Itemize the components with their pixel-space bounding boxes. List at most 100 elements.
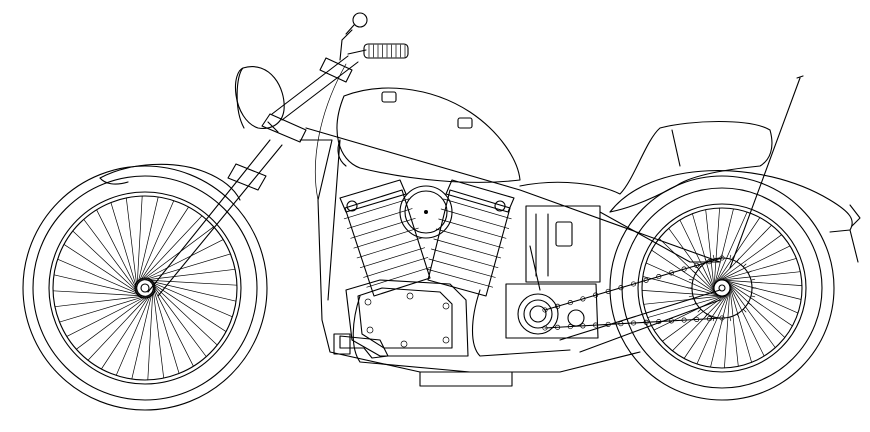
- fork-triple-tree: [261, 113, 307, 143]
- fork-tube-upper-rear: [249, 144, 283, 185]
- front-spoke: [53, 274, 143, 296]
- front-spoke: [110, 202, 138, 290]
- rear-fender: [609, 170, 853, 233]
- grip-knurl: [368, 44, 406, 58]
- shift-rod: [529, 245, 541, 291]
- chain-link: [668, 270, 674, 276]
- cylinder-fin: [443, 198, 512, 220]
- chain-link: [656, 319, 662, 325]
- fuel-tank: [336, 87, 521, 183]
- handlebar-bar: [339, 29, 353, 61]
- front-rocker-cover: [339, 179, 407, 213]
- front-spoke: [83, 219, 139, 293]
- frame-front-rail: [327, 139, 341, 301]
- rear-axle: [718, 284, 726, 292]
- front-spoke: [144, 268, 236, 281]
- front-spoke: [101, 292, 152, 370]
- chain-link: [643, 277, 649, 283]
- sprocket-tooth: [729, 254, 732, 260]
- front-spoke: [148, 280, 233, 318]
- tail-light: [849, 204, 861, 227]
- rear-rocker-cover: [445, 179, 515, 213]
- sprocket-tooth: [688, 295, 694, 298]
- front-spoke: [131, 290, 153, 380]
- front-spoke: [150, 282, 218, 346]
- engine: [333, 179, 515, 359]
- chain-link: [643, 319, 649, 325]
- rear-cylinder-fins: [426, 198, 512, 288]
- chain-link: [555, 324, 561, 330]
- sissy-bar: [729, 77, 801, 269]
- front-spoke: [66, 295, 149, 337]
- chain-link: [656, 274, 662, 280]
- rear-cylinder: [427, 189, 511, 297]
- frame-backbone: [305, 127, 721, 263]
- rear-spoke: [714, 208, 734, 286]
- chain-link: [706, 316, 712, 322]
- rear-header: [472, 289, 571, 357]
- air-cleaner-rim: [404, 190, 448, 234]
- front-tire-inner: [32, 175, 258, 401]
- chain-link: [567, 300, 573, 306]
- air-cleaner: [399, 185, 453, 239]
- front-wheel: [22, 165, 268, 411]
- fork-leg-rear: [157, 183, 251, 297]
- rear-tire-outer: [609, 175, 835, 401]
- rear-wheel: [609, 175, 835, 401]
- chain-link: [618, 321, 624, 327]
- rear-spoke: [643, 295, 723, 305]
- front-spoke: [59, 295, 147, 323]
- front-spoke: [137, 200, 175, 285]
- headlight-lens: [236, 67, 245, 129]
- oil-tank-lines: [535, 213, 549, 277]
- rear-spoke: [672, 293, 728, 352]
- rear-spoke: [692, 213, 715, 290]
- rear-spoke: [696, 291, 730, 365]
- chain-link: [719, 315, 725, 321]
- sprocket-tooth: [692, 302, 697, 306]
- throttle-link: [347, 49, 367, 55]
- chain-link: [681, 317, 687, 323]
- sprocket-tooth: [704, 258, 708, 263]
- rear-bolt: [494, 200, 506, 212]
- seat: [519, 121, 773, 213]
- cylinder-fin: [433, 238, 502, 259]
- front-spoke: [115, 291, 153, 376]
- rear-spoke: [647, 295, 724, 318]
- sprocket-tooth: [712, 254, 715, 260]
- cylinder-fin: [366, 266, 432, 288]
- front-spoke: [72, 230, 140, 294]
- rear-spoke: [724, 280, 802, 300]
- rear-spoke: [729, 287, 739, 367]
- rear-spoke: [714, 211, 748, 285]
- cam-bolt: [364, 298, 372, 306]
- cylinder-fin: [359, 247, 426, 269]
- cam-cover-bolts: [364, 292, 450, 348]
- chain-link: [694, 316, 700, 322]
- frame-downtube: [299, 139, 641, 373]
- chain-link: [605, 288, 611, 294]
- rear-rim-inner: [641, 207, 803, 369]
- rear-spoke: [710, 290, 730, 368]
- transmission: [505, 205, 601, 339]
- front-spoke: [125, 197, 138, 289]
- chain-link: [630, 320, 637, 326]
- rear-spoke: [716, 224, 772, 283]
- clutch-hub: [529, 305, 547, 323]
- front-header: [352, 295, 471, 373]
- clutch-cover: [517, 293, 559, 335]
- front-spoke: [87, 293, 151, 361]
- chain-link: [618, 285, 624, 291]
- fork-tube-upper-front: [237, 139, 271, 181]
- fuel-cap-front: [381, 91, 397, 103]
- front-spoke: [139, 215, 203, 283]
- rear-spoke: [679, 219, 715, 292]
- sprocket-tooth: [750, 278, 756, 281]
- riser-clamp: [319, 57, 353, 83]
- fuel-cap-rear: [457, 117, 473, 129]
- sprocket-tooth: [692, 270, 697, 274]
- front-spoke: [152, 287, 165, 379]
- front-tire-outer: [22, 165, 268, 411]
- sprocket-tooth: [736, 313, 740, 318]
- rear-spoke: [721, 271, 801, 281]
